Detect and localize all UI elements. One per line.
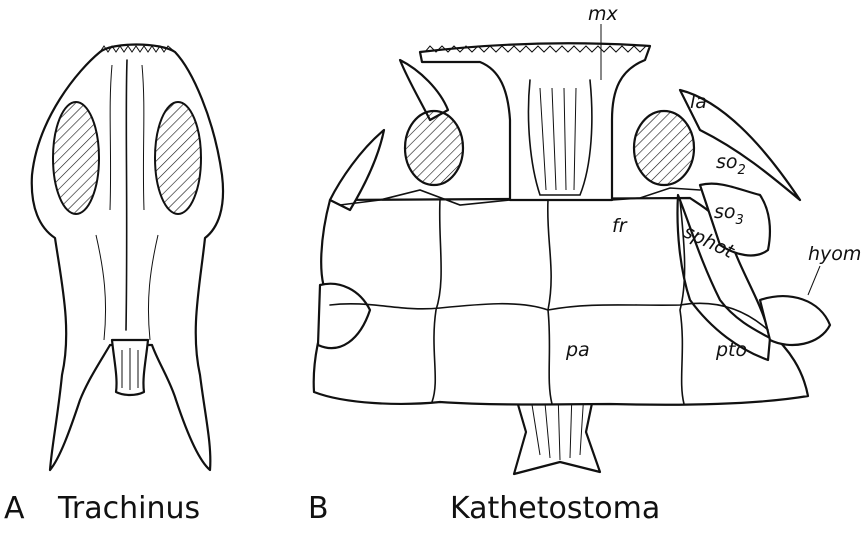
left-orbit-trachinus <box>53 102 99 214</box>
label-fr: fr <box>612 215 628 237</box>
right-orbit-trachinus <box>155 102 201 214</box>
caption-trachinus: Trachinus <box>57 491 200 526</box>
hyomandibular-right <box>760 296 830 345</box>
label-pto: pto <box>715 339 747 361</box>
label-pa: pa <box>565 339 590 361</box>
label-mx: mx <box>588 3 619 25</box>
figure-captions: A Trachinus B Kathetostoma <box>4 491 660 526</box>
trachinus-skull-drawing <box>32 45 223 471</box>
label-hyom: hyom <box>808 243 861 265</box>
left-orbit-kathetostoma <box>405 111 463 185</box>
caption-letter-b: B <box>308 491 329 526</box>
right-orbit-kathetostoma <box>634 111 694 185</box>
label-la: la <box>690 91 707 113</box>
caption-kathetostoma: Kathetostoma <box>450 491 660 526</box>
kathetostoma-skull-drawing <box>314 43 830 474</box>
caption-letter-a: A <box>4 491 25 526</box>
